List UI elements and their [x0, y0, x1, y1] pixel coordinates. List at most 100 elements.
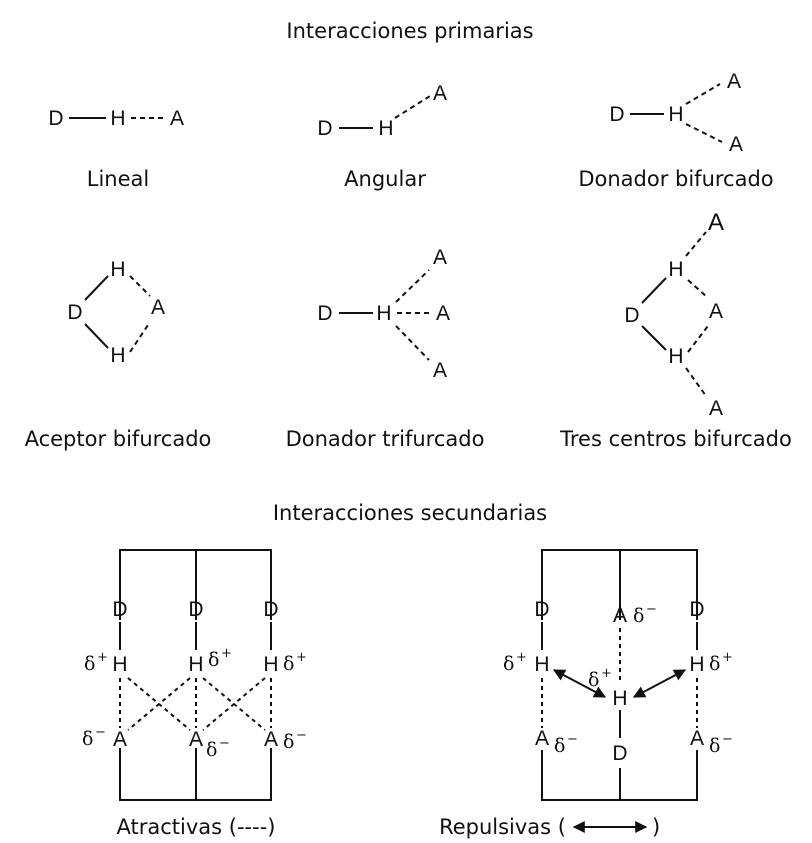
- atom-d: D: [317, 117, 332, 140]
- atom-a: A: [264, 728, 278, 751]
- atom-h: H: [689, 653, 704, 676]
- secondary-heading: Interacciones secundarias: [273, 501, 547, 525]
- atom-a: A: [170, 107, 184, 130]
- svg-text:δ: δ: [283, 731, 294, 753]
- atom-d: D: [624, 304, 639, 327]
- svg-text:δ: δ: [283, 653, 294, 675]
- repulsivas-label-suffix: ): [652, 815, 660, 839]
- charge-delta-plus: δ +: [503, 650, 527, 675]
- svg-text:δ: δ: [206, 739, 217, 761]
- tres-centros-structure: A H D A H A: [624, 209, 724, 420]
- atom-a: A: [690, 727, 704, 750]
- atom-d: D: [609, 103, 624, 126]
- charge-delta-minus: δ −: [633, 602, 657, 627]
- svg-text:δ: δ: [84, 653, 95, 675]
- atom-d: D: [612, 742, 627, 765]
- svg-text:δ: δ: [554, 735, 565, 757]
- atom-h: H: [188, 653, 203, 676]
- angular-structure: D H A: [317, 82, 447, 140]
- charge-delta-plus: δ +: [208, 646, 232, 671]
- donador-bifurcado-label: Donador bifurcado: [578, 167, 773, 191]
- atom-a: A: [189, 728, 203, 751]
- charge-delta-minus: δ −: [709, 732, 733, 757]
- aceptor-bifurcado-label: Aceptor bifurcado: [25, 427, 212, 451]
- repulsivas-label-prefix: Repulsivas (: [439, 815, 566, 839]
- atractivas-label: Atractivas (----): [117, 815, 276, 839]
- svg-text:δ: δ: [633, 605, 644, 627]
- primary-heading: Interacciones primarias: [286, 19, 533, 43]
- svg-text:−: −: [219, 736, 230, 751]
- repulsion-arrow: [632, 669, 687, 698]
- atom-a-bottom: A: [433, 359, 447, 382]
- charge-delta-minus: δ −: [283, 728, 307, 753]
- svg-text:−: −: [95, 725, 106, 740]
- atom-a: A: [535, 727, 549, 750]
- repulsion-arrow: [552, 669, 607, 698]
- atom-h: H: [110, 107, 125, 130]
- atom-h: H: [534, 653, 549, 676]
- svg-text:+: +: [601, 666, 612, 681]
- donador-trifurcado-label: Donador trifurcado: [286, 427, 485, 451]
- svg-text:δ: δ: [709, 653, 720, 675]
- svg-text:+: +: [97, 650, 108, 665]
- charge-delta-minus: δ −: [206, 736, 230, 761]
- svg-text:δ: δ: [588, 669, 599, 691]
- charge-delta-plus: δ +: [283, 650, 307, 675]
- atom-h: H: [112, 653, 127, 676]
- svg-text:+: +: [516, 650, 527, 665]
- donador-bifurcado-structure: D H A A: [609, 70, 743, 156]
- charge-delta-plus: δ +: [84, 650, 108, 675]
- svg-text:δ: δ: [82, 728, 93, 750]
- svg-text:−: −: [567, 732, 578, 747]
- charge-delta-plus: δ +: [709, 650, 733, 675]
- repulsivas-label: Repulsivas ( ): [439, 815, 660, 839]
- lineal-structure: D H A: [48, 107, 184, 130]
- atom-a-bottom: A: [709, 397, 723, 420]
- atom-a-middle: A: [436, 302, 450, 325]
- atom-h: H: [263, 653, 278, 676]
- atom-a: A: [151, 296, 165, 319]
- svg-text:−: −: [722, 732, 733, 747]
- charge-delta-minus: δ −: [554, 732, 578, 757]
- donador-trifurcado-structure: D H A A A: [317, 246, 450, 382]
- charge-delta-minus: δ −: [82, 725, 106, 750]
- atom-d: D: [263, 598, 278, 621]
- angular-label: Angular: [344, 167, 426, 191]
- atom-d: D: [188, 598, 203, 621]
- atom-a-top: A: [727, 70, 741, 93]
- svg-text:−: −: [646, 602, 657, 617]
- atom-a-top: A: [433, 246, 447, 269]
- atom-h-top: H: [110, 258, 125, 281]
- svg-text:+: +: [722, 650, 733, 665]
- atom-d: D: [112, 598, 127, 621]
- atom-h: H: [376, 302, 391, 325]
- atom-d: D: [534, 598, 549, 621]
- svg-text:+: +: [296, 650, 307, 665]
- atom-h-bottom: H: [110, 344, 125, 367]
- repulsivas-structure: D D A H H A A H D δ + δ + δ: [503, 549, 733, 801]
- svg-text:δ: δ: [208, 649, 219, 671]
- svg-text:+: +: [221, 646, 232, 661]
- atom-h: H: [612, 687, 627, 710]
- atom-h: H: [378, 117, 393, 140]
- atom-d: D: [317, 302, 332, 325]
- atom-a: A: [613, 604, 627, 627]
- atom-d: D: [689, 598, 704, 621]
- atom-a: A: [113, 728, 127, 751]
- atom-d: D: [67, 301, 82, 324]
- atom-a-top: A: [708, 209, 724, 236]
- tres-centros-label: Tres centros bifurcado: [559, 427, 792, 451]
- atom-a: A: [433, 82, 447, 105]
- svg-text:−: −: [296, 728, 307, 743]
- charge-delta-plus: δ +: [588, 666, 612, 691]
- atom-a-bottom: A: [729, 133, 743, 156]
- svg-text:δ: δ: [503, 653, 514, 675]
- atom-a-middle: A: [709, 300, 723, 323]
- svg-text:δ: δ: [709, 735, 720, 757]
- atractivas-structure: D D D H H H A A A δ + δ + δ: [82, 549, 307, 801]
- atom-d: D: [48, 107, 63, 130]
- atom-h-top: H: [668, 258, 683, 281]
- lineal-label: Lineal: [87, 167, 149, 191]
- atom-h: H: [668, 103, 683, 126]
